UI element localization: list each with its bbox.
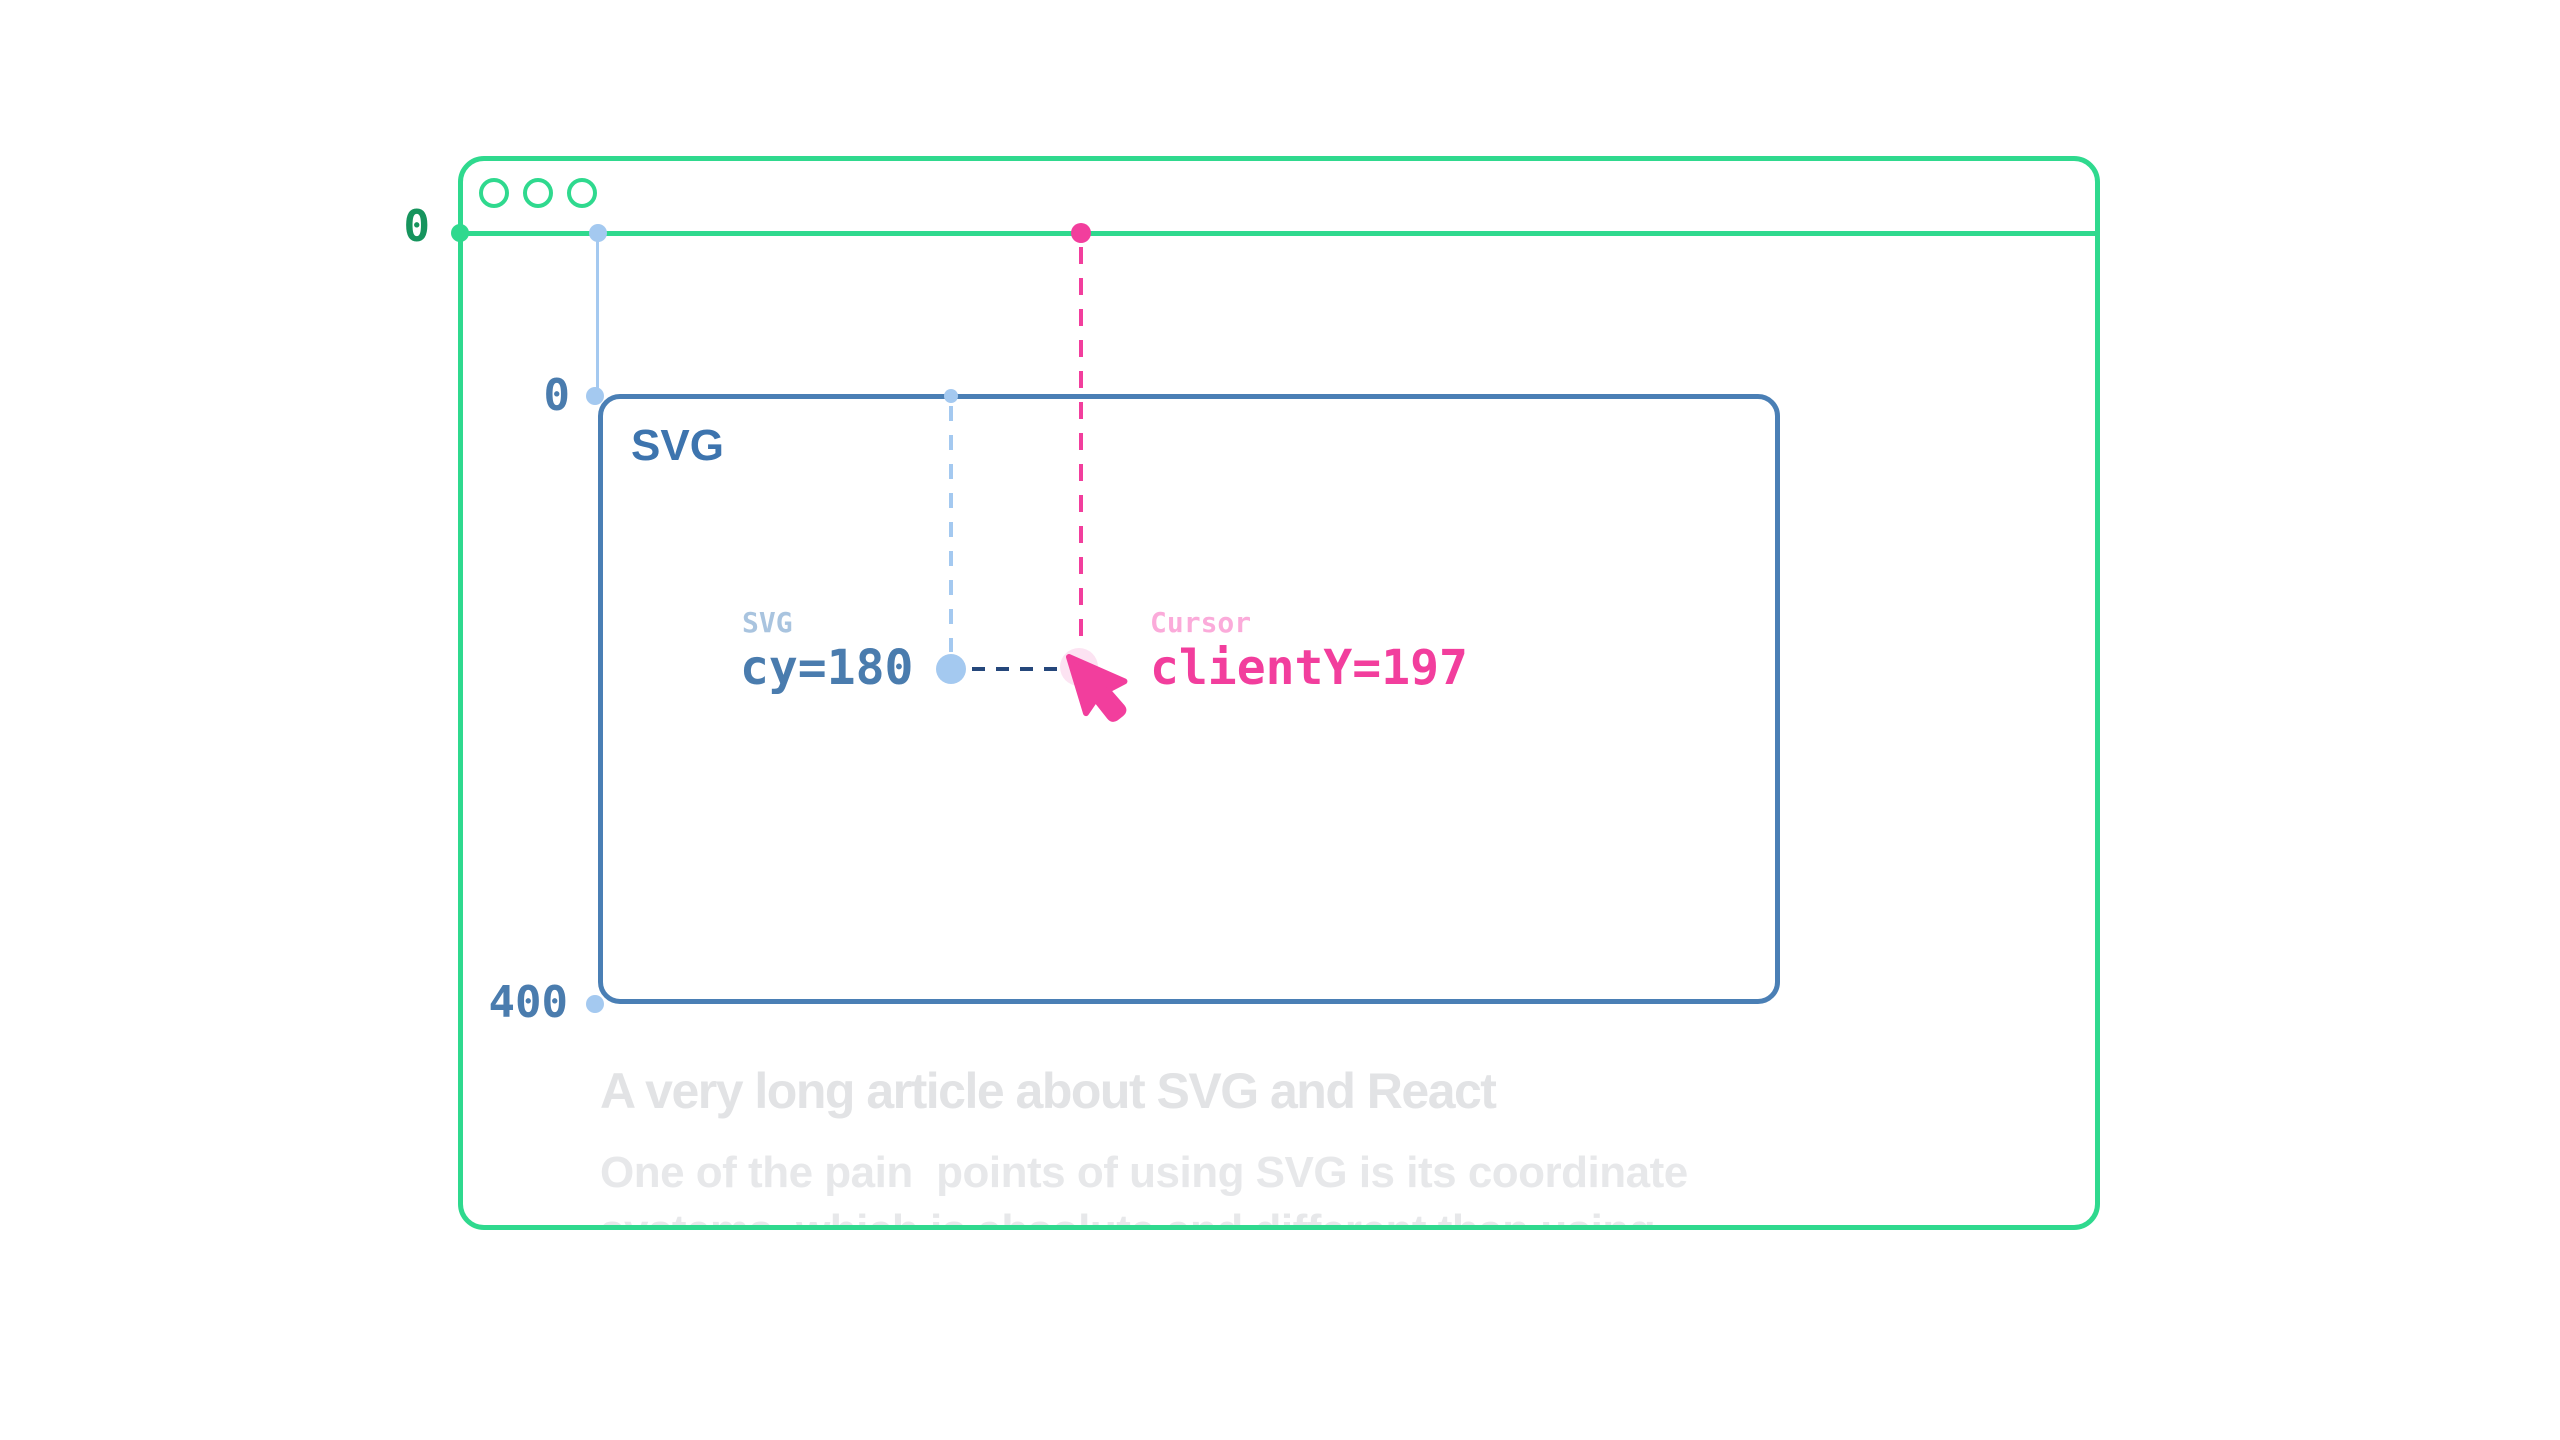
article-heading: A very long article about SVG and React	[600, 1063, 1497, 1119]
browser-window: A very long article about SVG and React …	[458, 156, 2100, 1230]
browser-navbar	[463, 161, 2095, 236]
cy-value-label: cy=180	[740, 640, 914, 696]
cursor-viewport-dot	[1071, 223, 1091, 243]
window-control-circle-icon	[479, 178, 509, 208]
cy-top-dot	[944, 389, 958, 403]
cursor-arrow-icon	[1066, 654, 1128, 722]
svg-offset-connector-line	[596, 233, 599, 396]
svg-element-box: SVG	[598, 394, 1780, 1004]
svg-measurement-caption: SVG	[742, 606, 793, 639]
svg-bottom-dot	[586, 995, 604, 1013]
svg-origin-dot	[586, 387, 604, 405]
svg-box-title: SVG	[631, 421, 724, 470]
cursor-measurement-caption: Cursor	[1150, 606, 1252, 639]
svg-left-top-dot	[589, 224, 607, 242]
article-paragraph-line-clipped: systems, which is absolute and different…	[600, 1206, 1656, 1225]
window-control-circle-icon	[523, 178, 553, 208]
svg-origin-label: 0	[543, 370, 571, 421]
window-control-circle-icon	[567, 178, 597, 208]
browser-origin-label: 0	[403, 201, 431, 252]
cy-to-cursor-dashed-line	[972, 667, 1062, 671]
svg-height-label: 400	[488, 977, 568, 1028]
article-paragraph-line: One of the pain points of using SVG is i…	[600, 1148, 1688, 1197]
cy-point-dot	[936, 654, 966, 684]
clienty-value-label: clientY=197	[1150, 640, 1468, 696]
cy-dashed-line	[949, 406, 953, 652]
clienty-dashed-line	[1079, 247, 1083, 649]
browser-origin-dot	[451, 224, 469, 242]
